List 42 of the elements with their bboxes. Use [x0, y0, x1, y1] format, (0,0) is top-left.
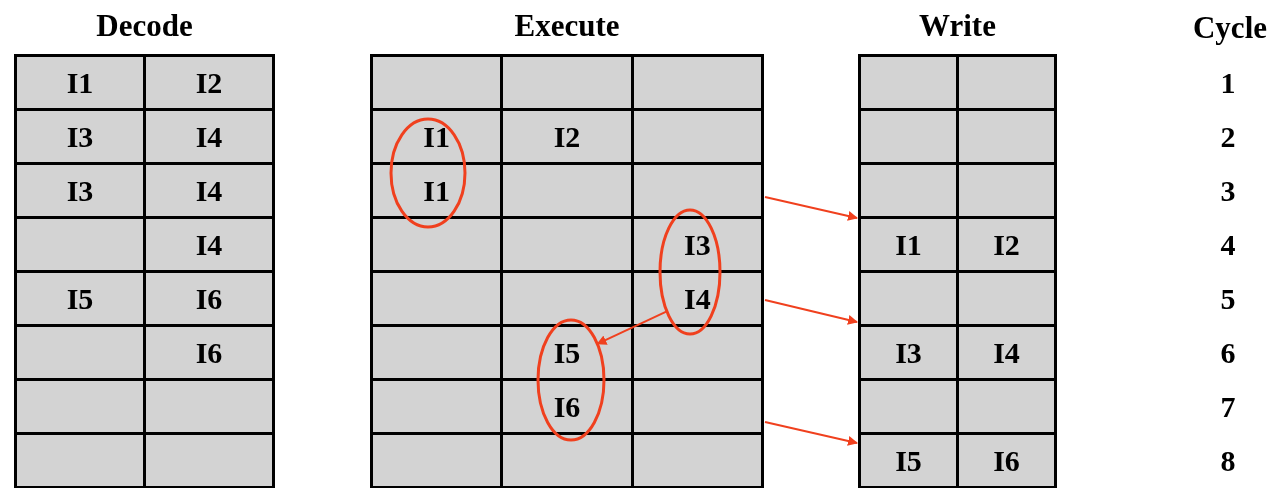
arrow	[596, 310, 668, 345]
table-cell: I4	[633, 273, 761, 324]
highlight-ellipse	[536, 318, 606, 442]
table-cell: I1	[17, 57, 143, 108]
table-heading: Execute	[513, 7, 621, 45]
table-cell: I6	[146, 327, 272, 378]
column-heading: Cycle	[1192, 9, 1268, 47]
table-cell: I2	[146, 57, 272, 108]
table-cell: I4	[146, 165, 272, 216]
arrow	[764, 421, 858, 446]
cycle-number: 6	[1219, 335, 1237, 371]
table-cell: I3	[633, 219, 761, 270]
table-cell: I5	[861, 435, 956, 486]
cycle-number: 4	[1219, 227, 1237, 263]
cycle-number: 7	[1219, 389, 1237, 425]
table-cell: I2	[959, 219, 1054, 270]
table-cell: I1	[373, 111, 501, 162]
table-cell: I1	[861, 219, 956, 270]
cycle-number: 1	[1219, 65, 1237, 101]
table-cell: I4	[146, 111, 272, 162]
highlight-ellipse	[389, 117, 467, 229]
arrow	[764, 299, 858, 325]
table-cell: I6	[146, 273, 272, 324]
cycle-number: 5	[1219, 281, 1237, 317]
table-cell: I3	[17, 165, 143, 216]
highlight-ellipse	[658, 208, 722, 336]
table-cell: I3	[17, 111, 143, 162]
table-heading: Decode	[95, 7, 194, 45]
table-cell: I6	[959, 435, 1054, 486]
arrow	[764, 196, 858, 221]
table-cell: I3	[861, 327, 956, 378]
table-heading: Write	[918, 7, 997, 45]
table-cell: I5	[17, 273, 143, 324]
cycle-number: 3	[1219, 173, 1237, 209]
table-cell: I5	[503, 327, 631, 378]
cycle-number: 8	[1219, 443, 1237, 479]
table-cell: I2	[503, 111, 631, 162]
table-cell: I4	[959, 327, 1054, 378]
table-cell: I1	[373, 165, 501, 216]
table-cell: I4	[146, 219, 272, 270]
cycle-number: 2	[1219, 119, 1237, 155]
table-cell: I6	[503, 381, 631, 432]
